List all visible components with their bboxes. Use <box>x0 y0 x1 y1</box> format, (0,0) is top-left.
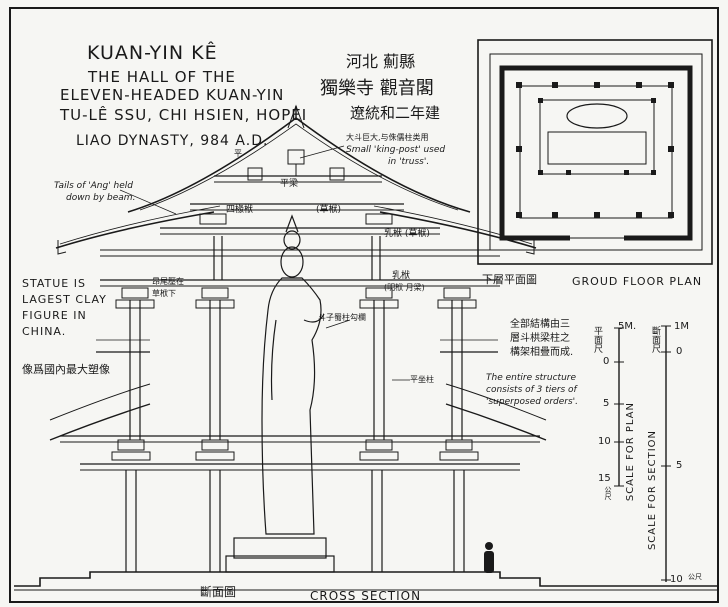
chinese-title-2: 獨樂寺 觀音閣 <box>320 78 434 99</box>
column-label-cn: 斗子蜀柱勾欄 <box>318 313 366 322</box>
statue-note-cn: 像爲國內最大塑像 <box>22 363 110 376</box>
title-line-2: ELEVEN-HEADED KUAN-YIN <box>60 86 285 104</box>
post-label-cn: 平坐柱 <box>410 375 434 384</box>
tiers-en-3: 'superposed orders'. <box>486 397 579 407</box>
statue-note-2: LAGEST CLAY <box>22 293 107 306</box>
top-label: 平 <box>234 149 242 158</box>
ru-fu: 乳栿 (草栿) <box>384 229 430 239</box>
chinese-title-3: 遼統和二年建 <box>350 104 441 122</box>
title-line-3: TU-LÊ SSU, CHI HSIEN, HOPEI <box>60 106 308 124</box>
tails-ang-2: down by beam. <box>66 193 136 203</box>
section-label-cn: 斷面圖 <box>200 585 237 599</box>
si-chuan-fu: 四椽栿 <box>226 205 254 215</box>
scale-section-unit: 1M <box>674 321 689 332</box>
scale-bar-plan <box>614 327 624 487</box>
scale-section-end-unit: 公尺 <box>688 573 702 581</box>
title-line-4: LIAO DYNASTY, 984 A.D. <box>76 133 269 149</box>
statue-note-1: STATUE IS <box>22 277 86 290</box>
king-post-en-2: in 'truss'. <box>388 157 430 167</box>
tails-ang-1: Tails of 'Ang' held <box>54 181 133 191</box>
plan-label-cn: 下層平面圖 <box>482 273 537 286</box>
scale-person <box>484 542 494 573</box>
scale-section-label-cn: 斷面尺 <box>650 326 660 353</box>
floor-plan <box>477 39 713 265</box>
statue-note-3: FIGURE IN <box>22 309 87 322</box>
tiers-cn-2: 層斗栱梁柱之 <box>510 333 570 344</box>
king-post-cn: 大斗巨大,与侏儒柱类用 <box>346 133 429 142</box>
sheet-border <box>9 7 719 603</box>
scale-plan-tick-0: 0 <box>603 356 610 367</box>
ming-fu: (草栿) <box>316 205 342 215</box>
section-label-en: CROSS SECTION <box>310 589 422 603</box>
left-bracket-cn-1: 昂尾壓在 <box>152 277 184 286</box>
scale-plan-end-unit: 公尺 <box>604 486 612 500</box>
scale-plan-unit: 5M. <box>618 321 637 332</box>
plan-label-en: GROUD FLOOR PLAN <box>572 275 703 288</box>
statue-note-4: CHINA. <box>22 325 67 338</box>
tiers-cn-1: 全部結構由三 <box>510 319 570 330</box>
scale-section-tick-0: 0 <box>676 346 683 357</box>
scale-plan-label-cn: 平面尺 <box>592 326 602 353</box>
tiers-en-2: consists of 3 tiers of <box>486 385 577 395</box>
scale-plan-tick-2: 10 <box>598 436 611 447</box>
scale-plan-tick-1: 5 <box>603 398 610 409</box>
scale-section-tick-1: 5 <box>676 460 683 471</box>
tiers-en-1: The entire structure <box>486 373 577 383</box>
left-bracket-cn-2: 草栿下 <box>152 289 176 298</box>
statue-figure <box>261 214 325 535</box>
chinese-title-1: 河北 薊縣 <box>346 52 416 71</box>
scale-section-label-en: SCALE FOR SECTION <box>647 430 658 551</box>
title-main: KUAN-YIN KÊ <box>87 42 218 64</box>
scale-plan-tick-3: 15 <box>598 473 611 484</box>
title-line-1: THE HALL OF THE <box>88 68 236 86</box>
scale-plan-label-en: SCALE FOR PLAN <box>625 402 636 502</box>
ping-label: 平梁 <box>280 179 299 189</box>
scale-section-tick-2: 10 <box>670 574 683 585</box>
scale-bar-section <box>661 325 671 582</box>
tiers-cn-3: 構架相疊而成. <box>510 347 574 358</box>
cross-section <box>14 104 718 591</box>
ming-fu-2: (明栿 月梁) <box>384 283 425 292</box>
ru-fu-2: 乳栿 <box>392 271 411 281</box>
leader-lines <box>119 145 410 381</box>
king-post-en-1: Small 'king-post' used <box>346 145 446 155</box>
